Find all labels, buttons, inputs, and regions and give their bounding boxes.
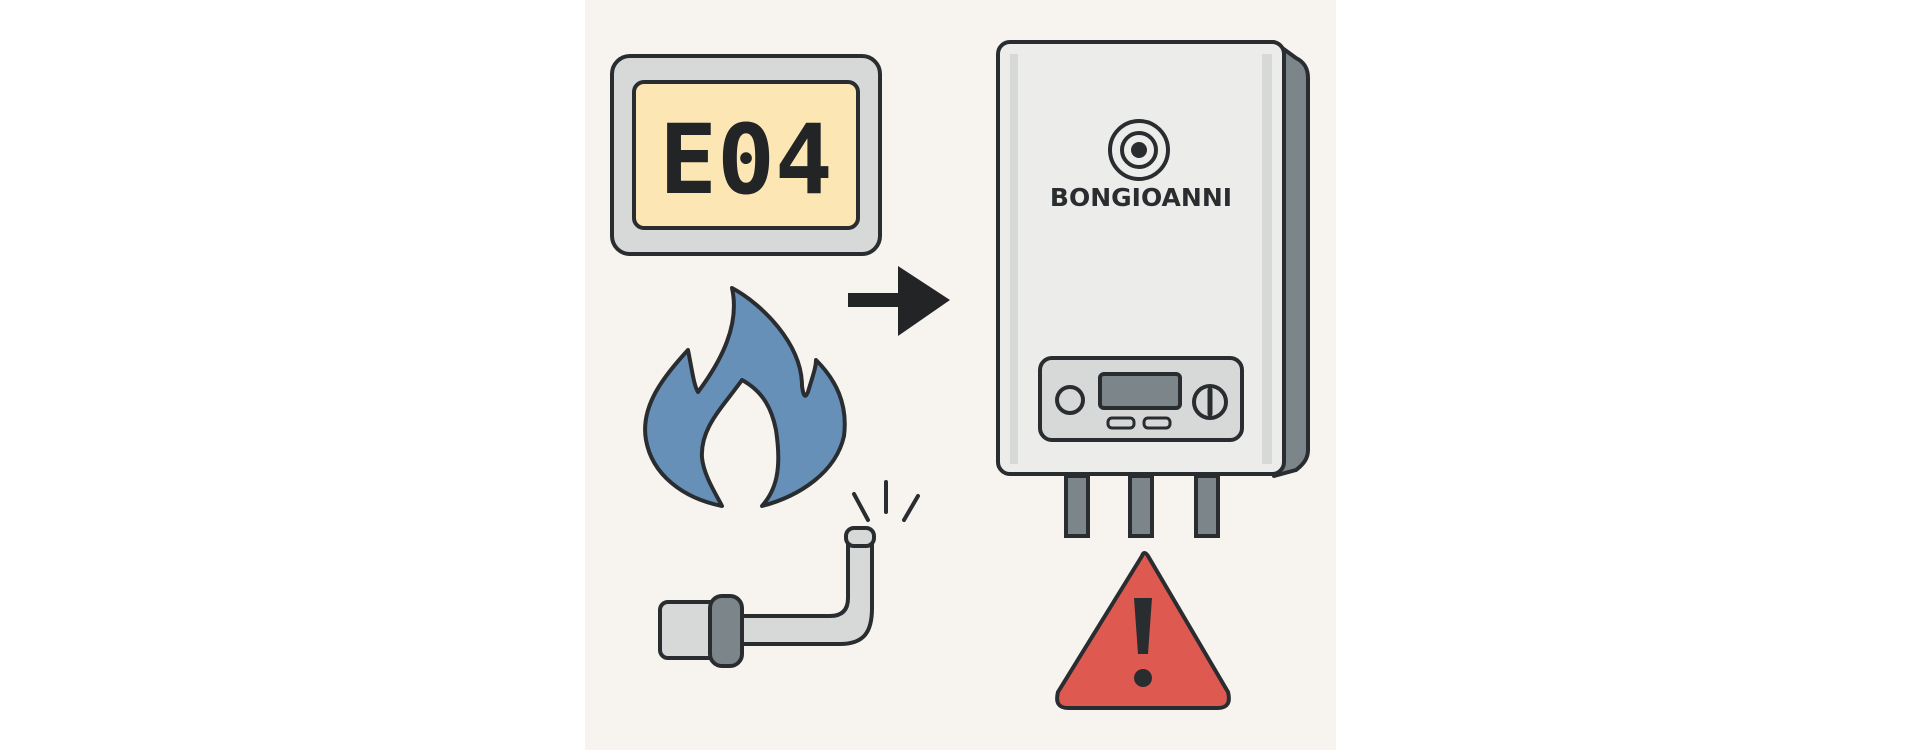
gas-flame-icon xyxy=(643,286,847,508)
gas-pipe-icon xyxy=(658,480,920,668)
error-code: E04 xyxy=(659,104,832,216)
brand-name: BONGIOANNI xyxy=(1050,183,1232,212)
brand-logo xyxy=(1108,119,1170,181)
left-knob-icon xyxy=(1055,385,1085,415)
error-display-icon: E04 xyxy=(610,54,882,256)
boiler-screen xyxy=(1098,372,1182,410)
wall-boiler-icon: BONGIOANNI xyxy=(996,40,1310,538)
warning-triangle-icon xyxy=(1055,551,1231,710)
control-panel xyxy=(1038,356,1244,442)
boiler-pipes xyxy=(1064,474,1220,538)
right-arrow-icon xyxy=(848,266,950,336)
